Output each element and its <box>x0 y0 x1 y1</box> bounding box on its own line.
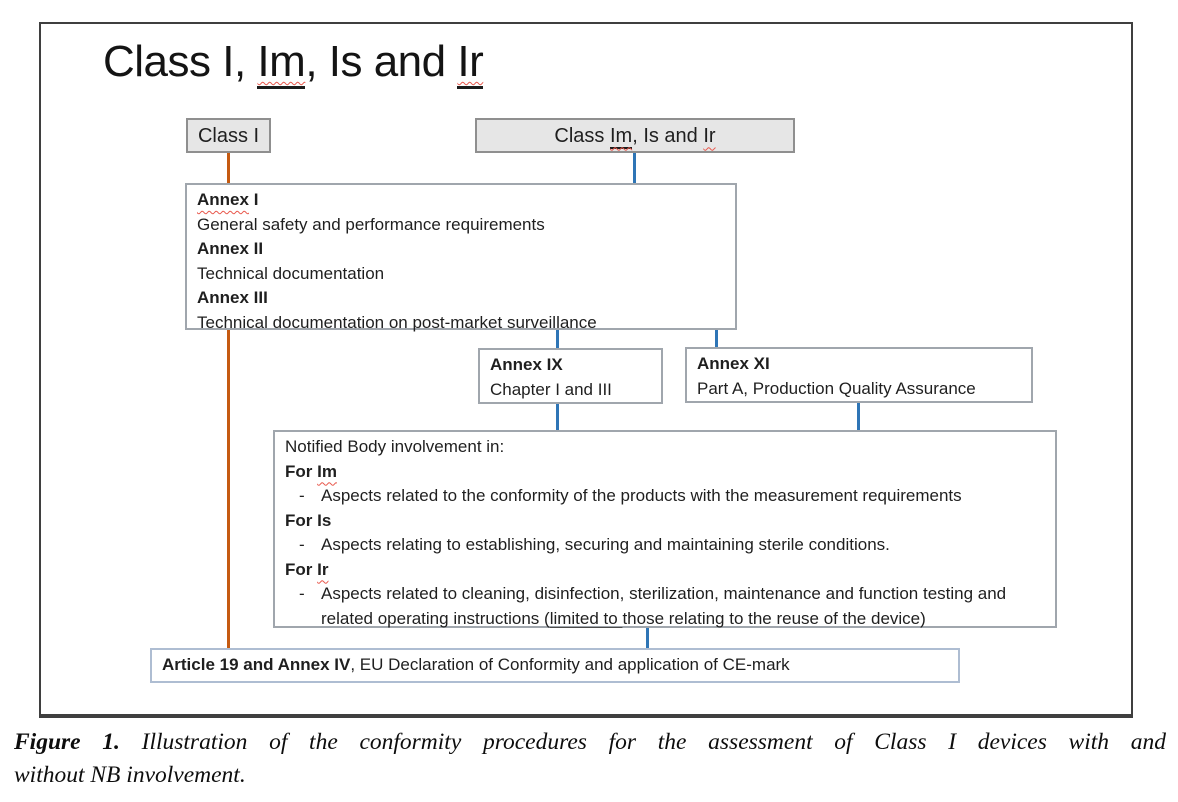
class-im-is-ir-label: Class Im, Is and Ir <box>554 124 716 149</box>
article19-bold: Article 19 and Annex IV <box>162 655 351 675</box>
slide-title-ir-underlined: Ir <box>457 37 484 89</box>
connector-annex-to-annex11 <box>715 330 718 348</box>
notified-body-box: Notified Body involvement in: For Im - A… <box>273 430 1057 628</box>
annex2-desc: Technical documentation <box>197 263 385 283</box>
nb-bullet-im-text: Aspects related to the conformity of the… <box>321 486 962 505</box>
annex3-title: Annex III <box>197 288 268 307</box>
connector-class1-to-article19-orange <box>227 153 230 649</box>
annex-ix-title: Annex IX <box>490 355 563 374</box>
nb-bullet-ir-underlined: limited to <box>549 608 623 628</box>
annex-xi-title: Annex XI <box>697 354 770 373</box>
figure-caption: Figure 1. Illustration of the conformity… <box>14 726 1166 792</box>
nb-for-is: For Is <box>285 510 332 530</box>
connector-annex-to-annex9 <box>556 330 559 349</box>
connector-nb-to-article19 <box>646 628 649 649</box>
label-ir-underlined: Ir <box>703 124 716 147</box>
annex-ix-desc: Chapter I and III <box>490 379 612 399</box>
nb-for-ir-word: Ir <box>317 559 329 579</box>
bullet-dash: - <box>299 486 305 505</box>
annex3-desc: Technical documentation on post-market s… <box>197 312 597 332</box>
caption-line1-text: Illustration of the conformity procedure… <box>119 729 1166 755</box>
nb-bullet-is-text: Aspects relating to establishing, securi… <box>321 535 890 554</box>
nb-bullet-ir-post: those relating to the reuse of the devic… <box>622 608 926 628</box>
caption-line1: Figure 1. Illustration of the conformity… <box>14 726 1166 759</box>
caption-line2: without NB involvement. <box>14 762 246 788</box>
annex1-word: Annex <box>197 190 249 209</box>
annex-xi-desc: Part A, Production Quality Assurance <box>697 378 976 398</box>
nb-for-ir: For Ir <box>285 558 1045 583</box>
class-i-box: Class I <box>186 118 271 153</box>
nb-bullet-is: - Aspects relating to establishing, secu… <box>285 533 1045 558</box>
slide-title-text: , Is and <box>305 37 458 86</box>
connector-annex9-to-nb <box>556 404 559 431</box>
article19-annex4-box: Article 19 and Annex IV, EU Declaration … <box>150 648 960 683</box>
class-i-label: Class I <box>197 124 260 147</box>
annex-ix-box: Annex IX Chapter I and III <box>478 348 663 404</box>
nb-for-im: For Im <box>285 460 1045 485</box>
slide-title: Class I, Im, Is and Ir <box>103 36 484 89</box>
class-im-is-ir-box: Class Im, Is and Ir <box>475 118 795 153</box>
label-text: Class <box>554 124 610 147</box>
slide-title-text: Class I, <box>103 37 258 86</box>
nb-for-im-pre: For <box>285 461 318 481</box>
annex1-desc: General safety and performance requireme… <box>197 214 545 234</box>
nb-bullet-ir: - Aspects related to cleaning, disinfect… <box>285 582 1045 631</box>
label-im-underlined: Im <box>609 124 633 149</box>
nb-bullet-im: - Aspects related to the conformity of t… <box>285 484 1045 509</box>
label-text: , Is and <box>632 124 704 147</box>
annex-xi-box: Annex XI Part A, Production Quality Assu… <box>685 347 1033 403</box>
bullet-dash: - <box>299 535 305 554</box>
annex-1-2-3-box: Annex I General safety and performance r… <box>185 183 737 332</box>
article19-rest: , EU Declaration of Conformity and appli… <box>350 655 790 675</box>
annex2-title: Annex II <box>197 239 264 258</box>
annex1-title: Annex I <box>197 188 725 213</box>
nb-bullet-ir-text: Aspects related to cleaning, disinfectio… <box>321 582 1045 631</box>
connector-annex11-to-nb <box>857 403 860 431</box>
nb-bullet-ir-pre: Aspects related to cleaning, disinfectio… <box>321 584 1007 628</box>
annex1-num: I <box>248 190 259 209</box>
nb-for-ir-pre: For <box>285 559 318 579</box>
bullet-dash: - <box>299 584 305 603</box>
slide-title-im-underlined: Im <box>257 37 306 89</box>
connector-imisir-to-annex <box>633 153 636 184</box>
nb-for-im-word: Im <box>317 461 337 481</box>
caption-figure-label: Figure 1. <box>14 729 120 755</box>
nb-heading: Notified Body involvement in: <box>285 437 505 456</box>
